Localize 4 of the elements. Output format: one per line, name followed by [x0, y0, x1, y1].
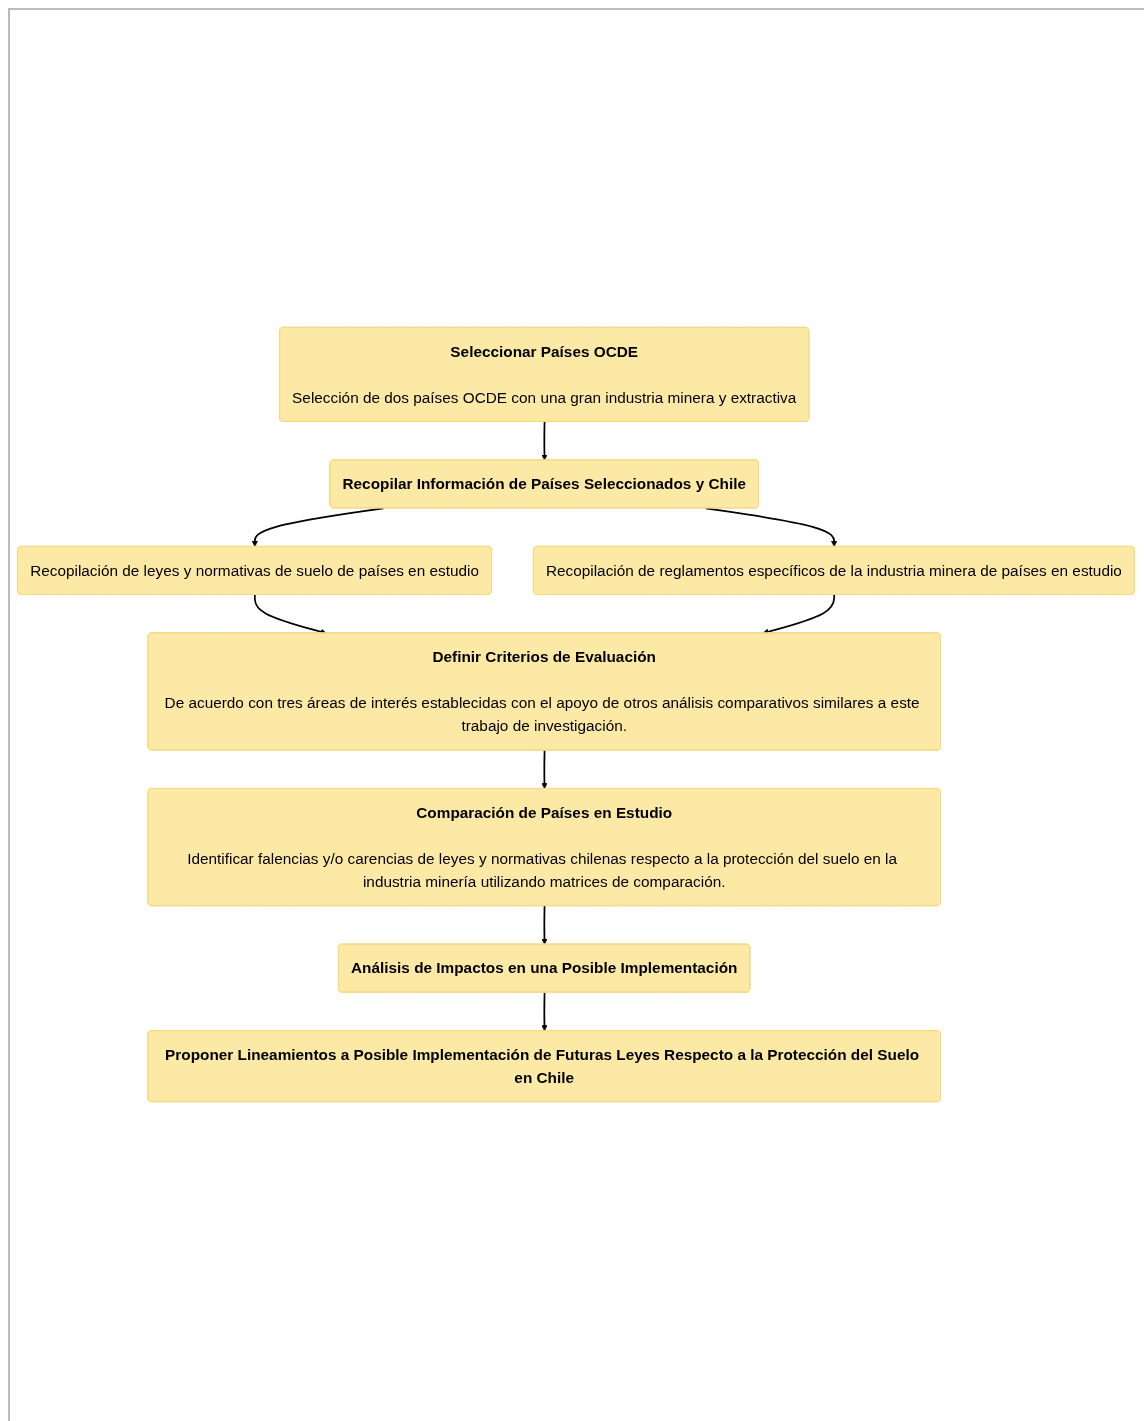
arrow: [541, 991, 548, 1032]
arrow: [541, 749, 548, 790]
arrow: [541, 905, 548, 945]
arrow: [541, 420, 548, 461]
